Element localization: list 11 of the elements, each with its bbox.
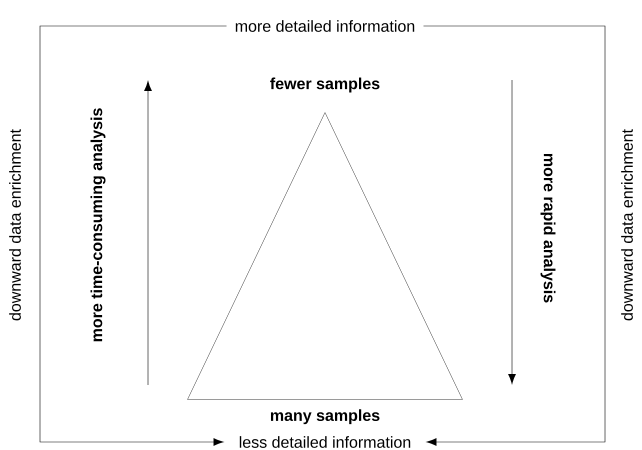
side-label: downward data enrichment [621,129,633,320]
side-label: downward data enrichment [9,129,21,320]
text-label: less detailed information [240,436,410,448]
beside-label: fewer samples [270,78,380,92]
text-label: more detailed information [236,20,414,32]
arrow [40,26,227,446]
side-label: more rapid analysis [540,154,556,302]
arrow [423,26,606,446]
beside-label: many samples [270,409,380,424]
side-label: more time-consuming analysis [90,108,106,342]
triangle-shape [187,112,463,400]
